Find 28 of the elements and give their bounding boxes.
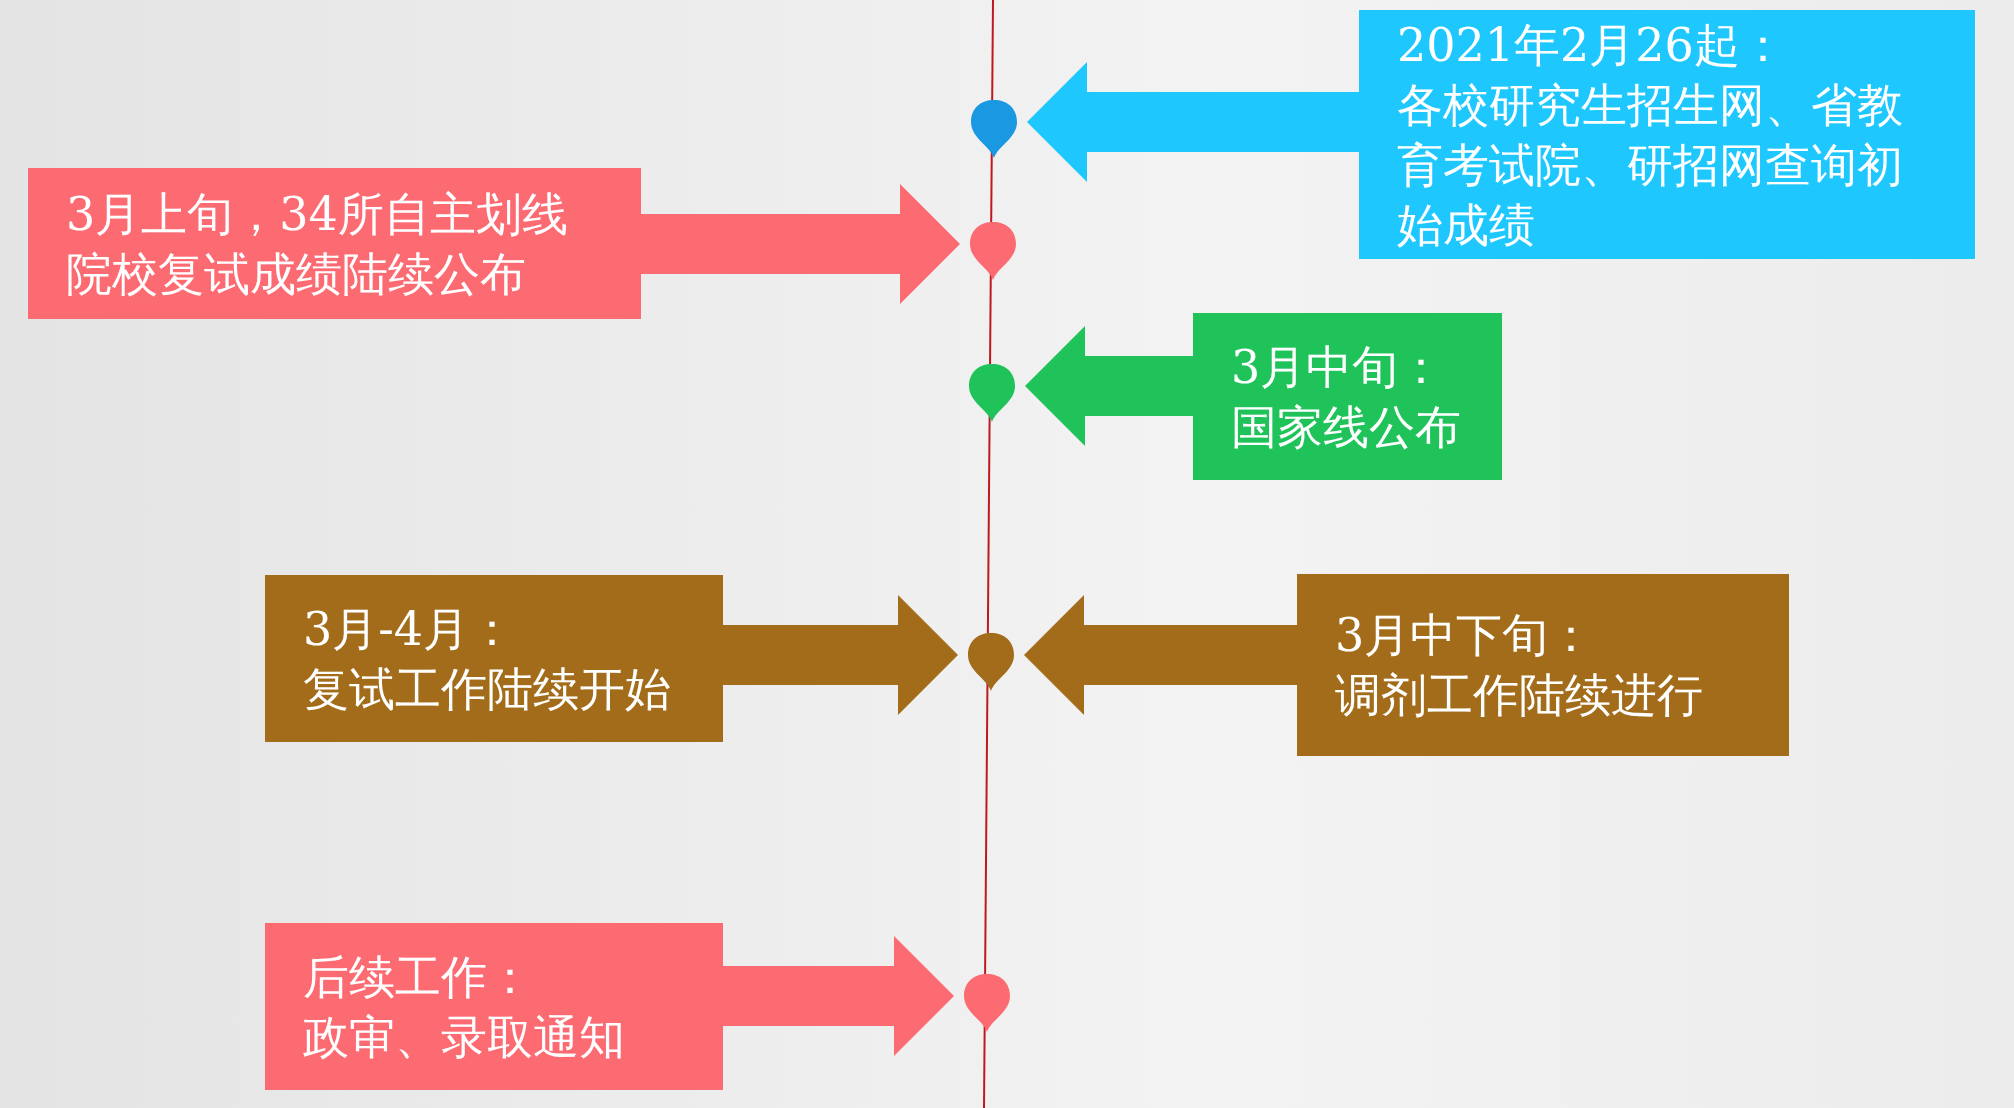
event-box	[1297, 574, 1789, 756]
date-heading: 3月中旬：	[1231, 338, 1446, 396]
event-box	[1359, 10, 1975, 259]
arrow	[1024, 595, 1297, 715]
date-heading: 后续工作：	[303, 948, 534, 1006]
map-pin-marker	[968, 220, 1018, 280]
event-text: 各校研究生招生网、省教育考试院、研招网查询初始成绩	[1397, 76, 1904, 254]
date-heading: 3月-4月：	[303, 600, 517, 658]
arrow	[723, 595, 958, 715]
arrow	[1027, 62, 1359, 182]
arrow	[723, 936, 954, 1056]
event-text: 国家线公布	[1231, 398, 1462, 456]
event-text: 3月上旬，34所自主划线院校复试成绩陆续公布	[66, 185, 569, 303]
event-text: 调剂工作陆续进行	[1335, 667, 1704, 724]
event-box	[28, 168, 641, 319]
arrow	[641, 184, 960, 304]
event-box	[265, 923, 723, 1090]
date-heading: 3月中下旬：	[1335, 607, 1596, 664]
map-pin-marker	[962, 972, 1012, 1032]
event-box	[1193, 313, 1502, 480]
map-pin-marker	[969, 98, 1019, 158]
map-pin-marker	[966, 631, 1016, 691]
event-text: 复试工作陆续开始	[303, 660, 672, 718]
date-heading: 2021年2月26起：	[1397, 16, 1787, 74]
arrow	[1025, 326, 1193, 446]
event-text: 政审、录取通知	[303, 1008, 626, 1066]
event-box	[265, 575, 723, 742]
map-pin-marker	[967, 362, 1017, 422]
